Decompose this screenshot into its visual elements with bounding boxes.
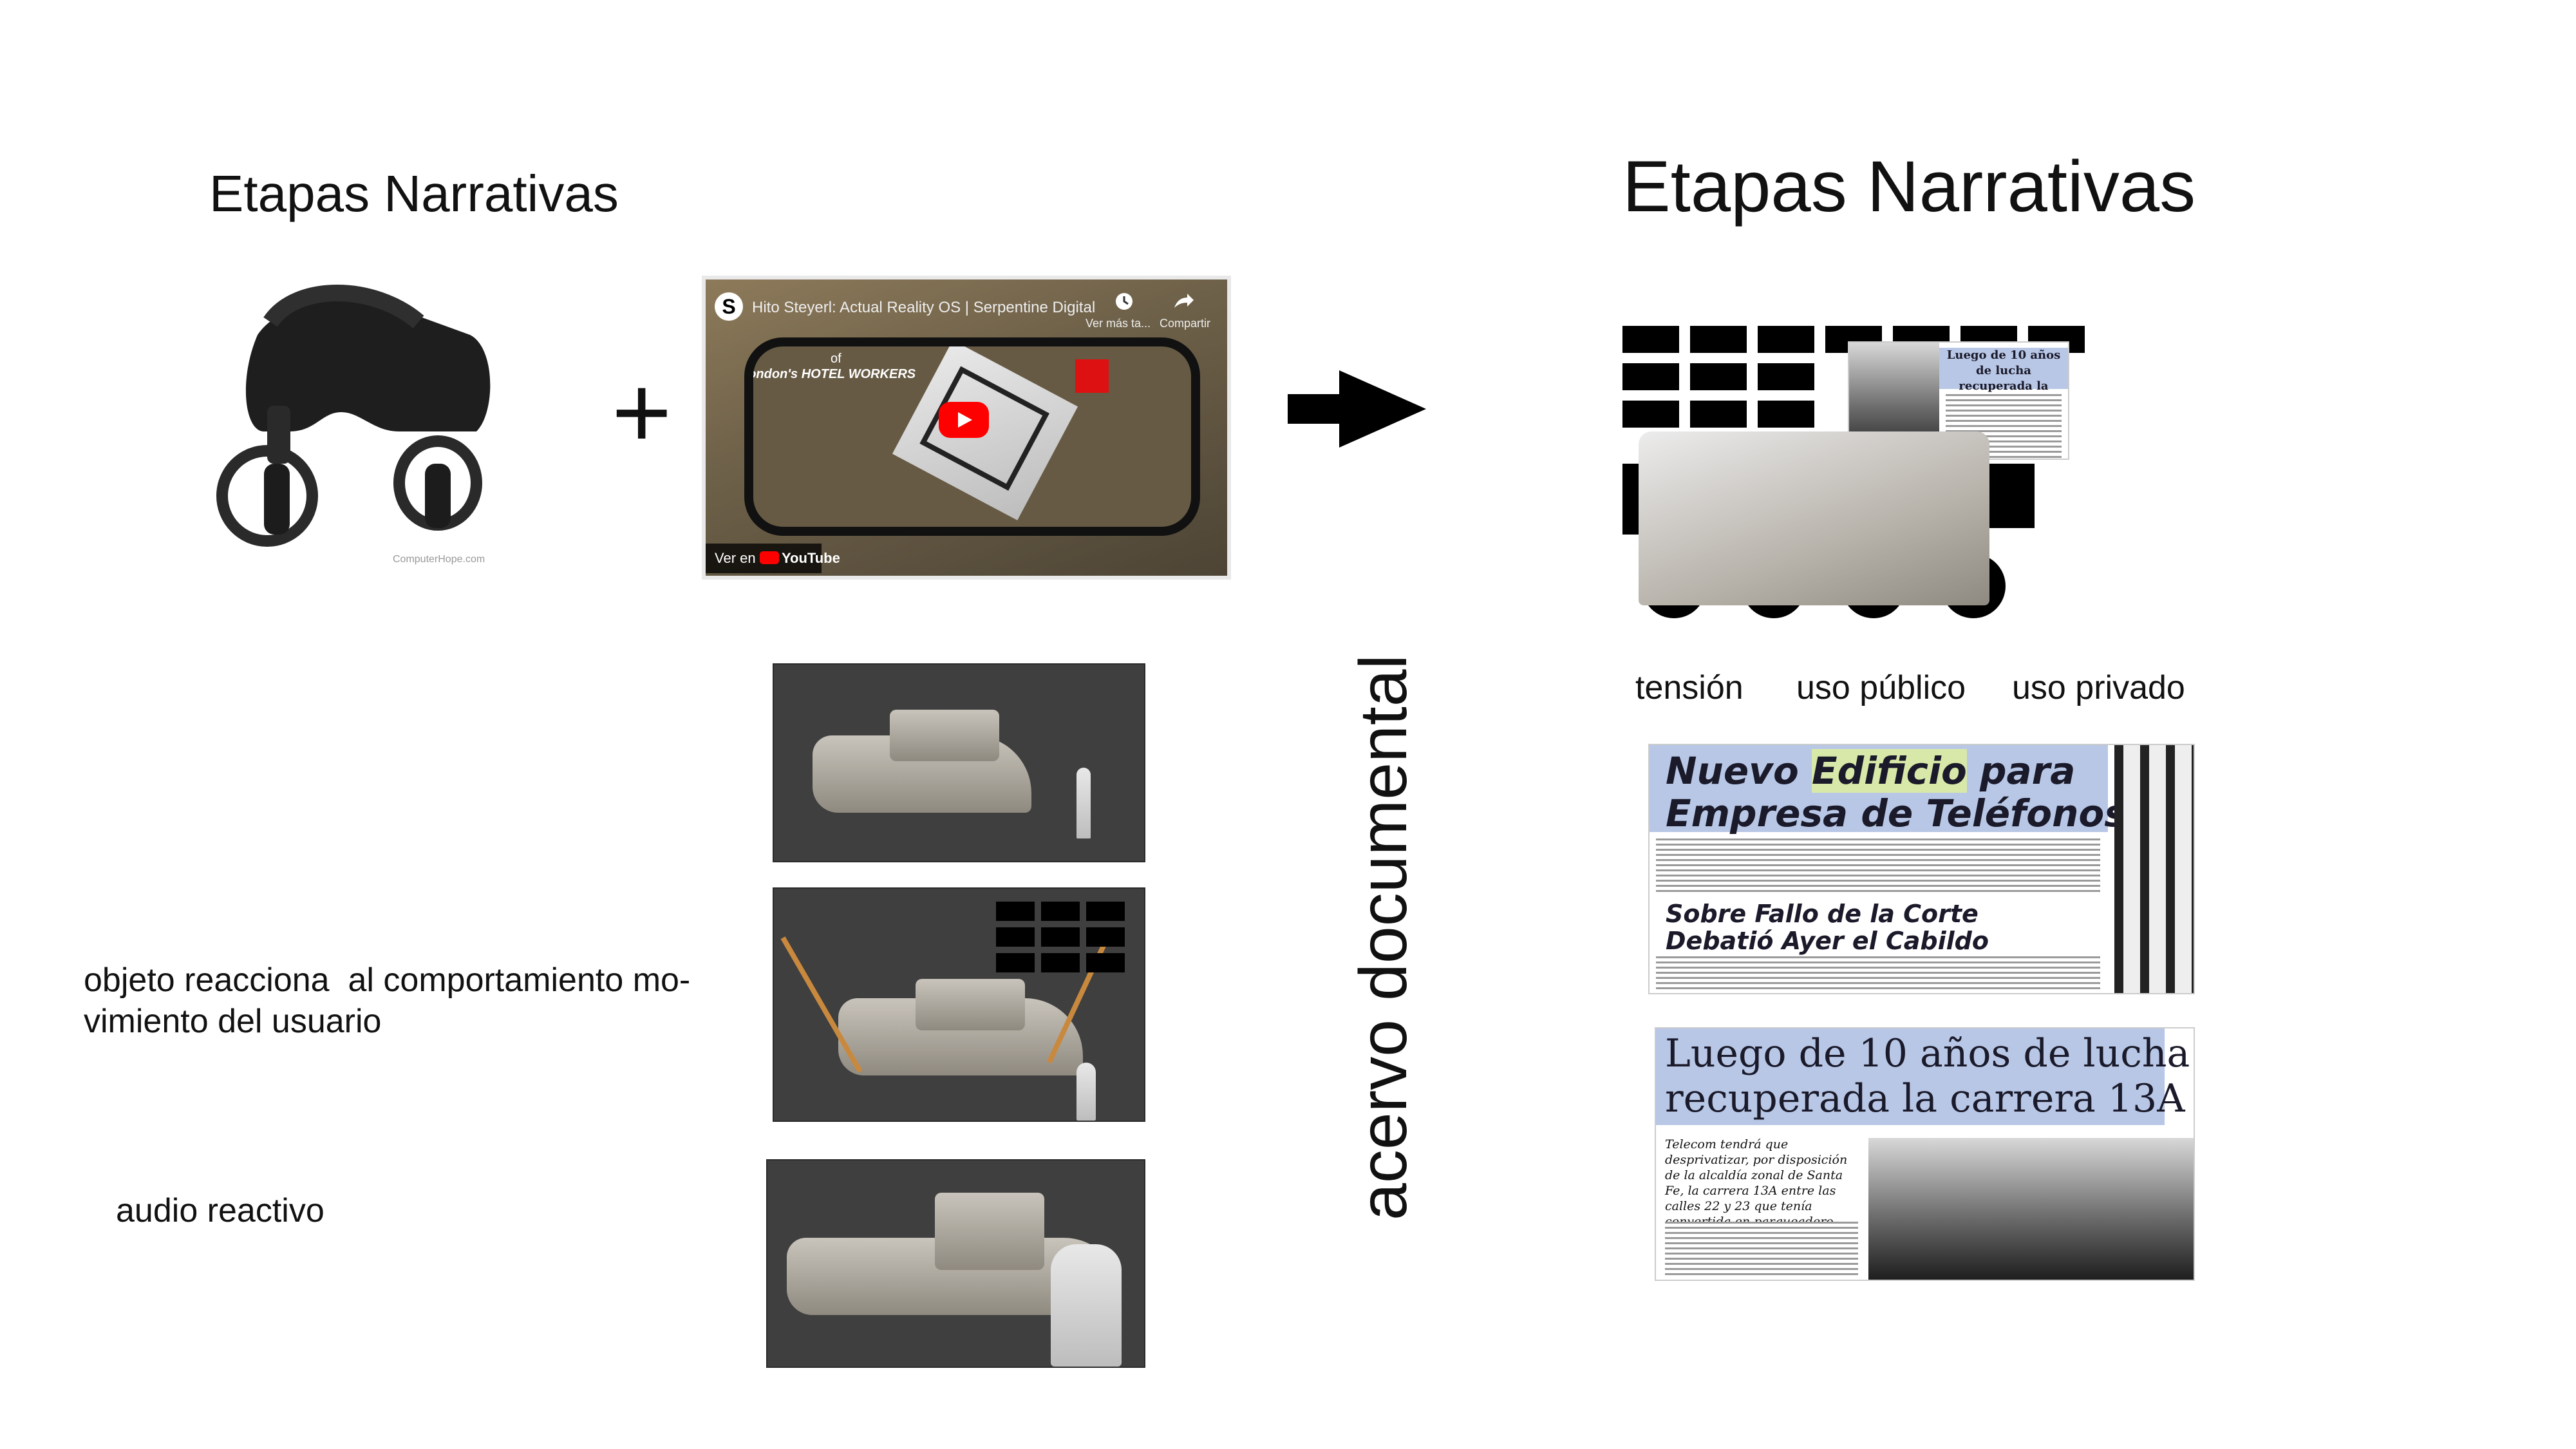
- block: [1690, 401, 1747, 428]
- block: [1758, 326, 1814, 353]
- block-composition: Luego de 10 años de lucha recuperada la …: [1622, 322, 2086, 638]
- block: [1758, 401, 1814, 428]
- overlay-text-2: London's HOTEL WORKERS: [744, 367, 916, 381]
- vertical-label: acervo documental: [1346, 654, 1421, 1220]
- overlay-text-1: of: [831, 352, 841, 366]
- right-title: Etapas Narrativas: [1622, 146, 2196, 227]
- block: [1690, 326, 1747, 353]
- headline-word: Nuevo: [1666, 749, 1812, 793]
- viewport-3: [766, 1159, 1145, 1368]
- block: [1690, 363, 1747, 390]
- vr-credit: ComputerHope.com: [393, 554, 485, 565]
- human-figure: [1051, 1244, 1122, 1367]
- headline-word: para: [1966, 749, 2076, 793]
- share-icon[interactable]: [1169, 289, 1195, 314]
- youtube-label: YouTube: [782, 550, 840, 566]
- youtube-embed[interactable]: S Hito Steyerl: Actual Reality OS | Serp…: [702, 276, 1231, 580]
- clipping-small-title: Luego de 10 años de lucha recuperada la …: [1939, 348, 2068, 408]
- human-figure: [1076, 768, 1091, 838]
- youtube-logo-icon: [760, 551, 779, 564]
- block: [1622, 326, 1679, 353]
- block: [996, 927, 1035, 947]
- watch-later-label[interactable]: Ver más ta...: [1086, 317, 1151, 330]
- watch-on-label: Ver en: [715, 550, 756, 566]
- label-audio: audio reactivo: [116, 1192, 324, 1229]
- play-button[interactable]: [939, 402, 989, 438]
- newsprint: [1656, 838, 2100, 893]
- stage-label-private: uso privado: [2012, 669, 2185, 706]
- street-photo: [1868, 1138, 2194, 1280]
- headline-2-line-2: recuperada la carrera 13A: [1665, 1076, 2185, 1121]
- vr-headset-icon: [216, 285, 491, 547]
- block: [996, 902, 1035, 921]
- scanned-object-photo: [1639, 431, 1989, 605]
- watch-on-youtube[interactable]: Ver en YouTube: [706, 544, 840, 573]
- red-badge-icon: [1075, 359, 1109, 393]
- vr-headset-image: ComputerHope.com: [206, 283, 509, 567]
- block: [1041, 902, 1080, 921]
- headline-1-line-2: Empresa de Teléfonos: [1666, 791, 2127, 835]
- viewport-1: [773, 663, 1145, 862]
- video-title[interactable]: Hito Steyerl: Actual Reality OS | Serpen…: [752, 299, 1096, 316]
- newsprint: [1665, 1222, 1858, 1276]
- clock-icon[interactable]: [1111, 289, 1137, 314]
- block: [1758, 363, 1814, 390]
- block: [1622, 363, 1679, 390]
- stage-label-tension: tensión: [1635, 669, 1744, 706]
- block: [1622, 401, 1679, 428]
- phone-frame: of London's HOTEL WORKERS: [744, 337, 1200, 536]
- channel-logo-icon[interactable]: S: [715, 292, 743, 321]
- share-label[interactable]: Compartir: [1160, 317, 1211, 330]
- stage-label-public: uso público: [1796, 669, 1966, 706]
- headline-highlight: Edificio: [1812, 749, 1967, 793]
- block: [1086, 927, 1125, 947]
- block: [1086, 953, 1125, 972]
- headline-1-line-1: Nuevo Edificio para: [1666, 749, 2075, 793]
- human-figure: [1076, 1063, 1096, 1121]
- block: [1041, 953, 1080, 972]
- headline-2-line-1: Luego de 10 años de lucha: [1665, 1031, 2190, 1076]
- subheadline-line-2: Debatió Ayer el Cabildo: [1666, 927, 1989, 955]
- scanned-block: [935, 1193, 1044, 1270]
- plus-sign: +: [612, 354, 672, 469]
- left-title: Etapas Narrativas: [209, 165, 619, 222]
- scanned-block: [916, 979, 1025, 1030]
- arrow-right-icon: [1288, 367, 1429, 451]
- newsprint: [1656, 956, 2100, 992]
- headline-band: [1656, 1028, 2165, 1125]
- block: [1041, 927, 1080, 947]
- block: [996, 953, 1035, 972]
- lede-text: Telecom tendrá que desprivatizar, por di…: [1665, 1137, 1848, 1229]
- news-clipping-2: Luego de 10 años de lucha recuperada la …: [1655, 1027, 2195, 1281]
- block: [1086, 902, 1125, 921]
- scanned-block: [890, 710, 999, 761]
- label-object-reacts: objeto reacciona al comportamiento mo- v…: [84, 961, 691, 1040]
- subheadline-line-1: Sobre Fallo de la Corte: [1666, 900, 1979, 928]
- building-photo: [2114, 745, 2194, 993]
- viewport-2: [773, 887, 1145, 1122]
- news-clipping-1: Nuevo Edificio para Empresa de Teléfonos…: [1648, 744, 2195, 994]
